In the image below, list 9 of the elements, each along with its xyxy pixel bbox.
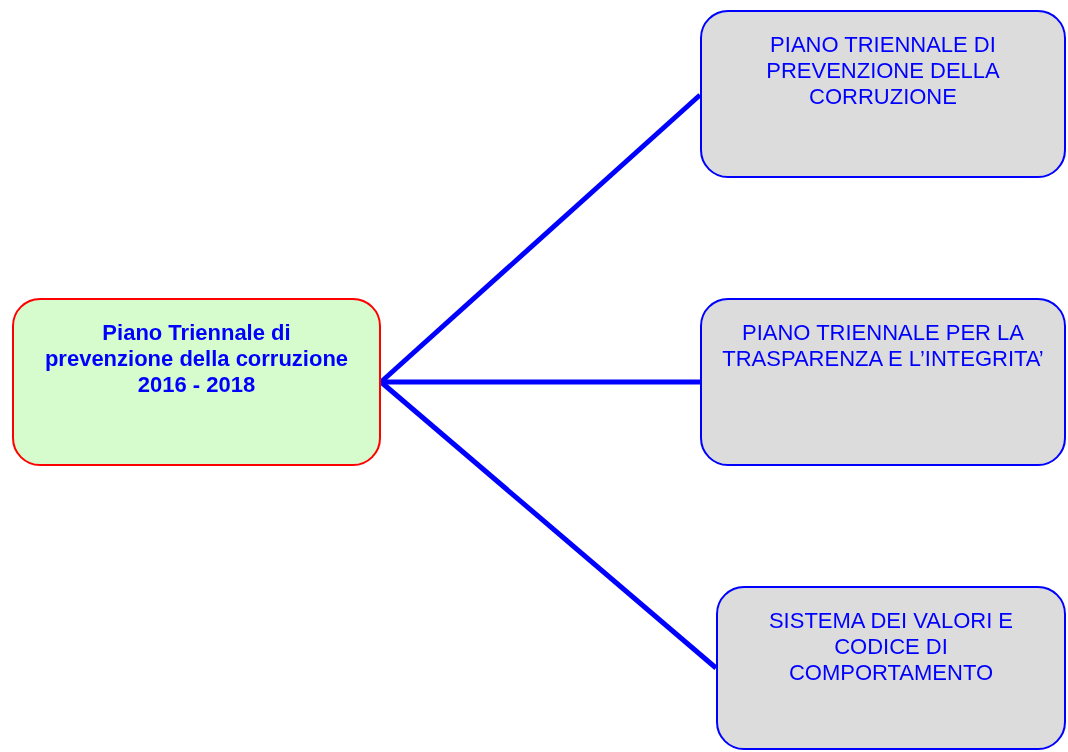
node-text: SISTEMA DEI VALORI E CODICE DI COMPORTAMENTO [767,608,1015,686]
connector-line [381,379,700,385]
topic-box [700,10,1066,178]
node-text: Piano Triennale di prevenzione della corruzione 2016 - 2018 [44,320,349,398]
node-text: PIANO TRIENNALE PER LA TRASPARENZA E L’INTEGRITA’ [722,320,1044,372]
topic-box [700,298,1066,466]
topic-box [716,586,1066,750]
root-box [12,298,381,466]
node-text: PIANO TRIENNALE DI PREVENZIONE DELLA CORRUZIONE [765,32,1001,110]
